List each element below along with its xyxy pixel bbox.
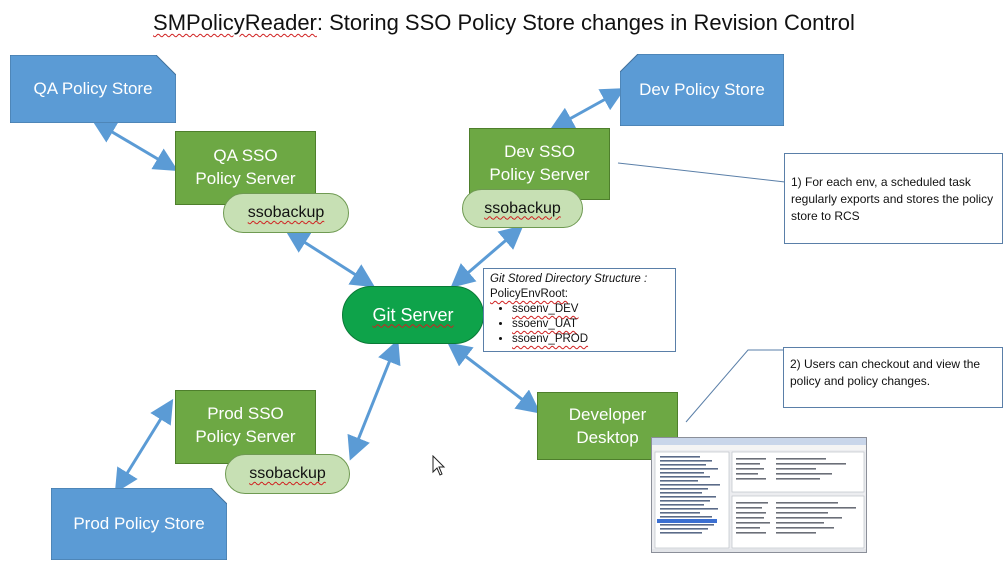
- callout-two-line: [685, 349, 783, 423]
- callout-two-text: 2) Users can checkout and view the polic…: [790, 357, 981, 388]
- page-title: SMPolicyReader: Storing SSO Policy Store…: [0, 10, 1008, 36]
- directory-root: PolicyEnvRoot:: [490, 288, 568, 300]
- callout-one-line: [617, 162, 786, 183]
- arrow-prod-store-server: [114, 398, 174, 494]
- title-product-name: SMPolicyReader: [153, 10, 317, 35]
- app-screenshot-picture: [652, 438, 866, 552]
- developer-desktop-line1: Developer: [568, 405, 647, 424]
- directory-item-label: ssoenv_DEV: [512, 303, 579, 315]
- dev-server-line2: Policy Server: [489, 165, 590, 184]
- arrow-dev-backup-git: [450, 225, 524, 288]
- arrow-git-developer: [447, 342, 541, 414]
- directory-item: ssoenv_PROD: [512, 332, 669, 347]
- dev-ssobackup: ssobackup: [462, 189, 583, 228]
- directory-list: ssoenv_DEV ssoenv_UAT ssoenv_PROD: [490, 302, 669, 347]
- git-server-label: Git Server: [372, 304, 454, 325]
- directory-structure-box: Git Stored Directory Structure : PolicyE…: [483, 268, 676, 352]
- dev-ssobackup-label: ssobackup: [484, 199, 561, 217]
- dev-server-line1: Dev SSO: [504, 142, 575, 161]
- developer-desktop-line2: Desktop: [576, 428, 639, 447]
- qa-server-line2: Policy Server: [195, 169, 296, 188]
- prod-server-line2: Policy Server: [195, 427, 296, 446]
- dev-policy-store-label: Dev Policy Store: [639, 80, 765, 99]
- qa-ssobackup: ssobackup: [223, 193, 349, 233]
- directory-item-label: ssoenv_PROD: [512, 333, 589, 345]
- dev-policy-store: Dev Policy Store: [620, 54, 784, 126]
- prod-ssobackup-label: ssobackup: [249, 465, 326, 482]
- mouse-cursor-icon: [432, 455, 446, 476]
- directory-item: ssoenv_UAT: [512, 317, 669, 332]
- qa-ssobackup-label: ssobackup: [247, 204, 325, 221]
- prod-server-line1: Prod SSO: [207, 404, 284, 423]
- callout-two: 2) Users can checkout and view the polic…: [783, 347, 1003, 408]
- prod-ssobackup: ssobackup: [225, 454, 350, 494]
- git-server: Git Server: [342, 286, 484, 344]
- prod-policy-store-label: Prod Policy Store: [73, 514, 205, 533]
- title-text: : Storing SSO Policy Store changes in Re…: [316, 10, 855, 35]
- directory-item: ssoenv_DEV: [512, 302, 669, 317]
- arrow-qa-store-server: [91, 119, 179, 172]
- qa-server-line1: QA SSO: [213, 146, 278, 165]
- directory-item-label: ssoenv_UAT: [512, 318, 577, 330]
- callout-one-text: 1) For each env, a scheduled task regula…: [791, 175, 994, 223]
- arrow-qa-backup-git: [284, 229, 376, 288]
- directory-heading: Git Stored Directory Structure :: [490, 273, 648, 285]
- app-screenshot-thumbnail: [651, 437, 867, 553]
- callout-one: 1) For each env, a scheduled task regula…: [784, 153, 1003, 244]
- prod-policy-store: Prod Policy Store: [51, 488, 227, 560]
- arrow-dev-store-server: [549, 88, 626, 130]
- qa-sso-policy-server: QA SSO Policy Server: [175, 131, 316, 205]
- qa-policy-store: QA Policy Store: [10, 55, 176, 123]
- dev-sso-policy-server: Dev SSO Policy Server: [469, 128, 610, 200]
- arrow-prod-backup-git: [347, 339, 401, 461]
- prod-sso-policy-server: Prod SSO Policy Server: [175, 390, 316, 464]
- qa-policy-store-label: QA Policy Store: [33, 79, 153, 98]
